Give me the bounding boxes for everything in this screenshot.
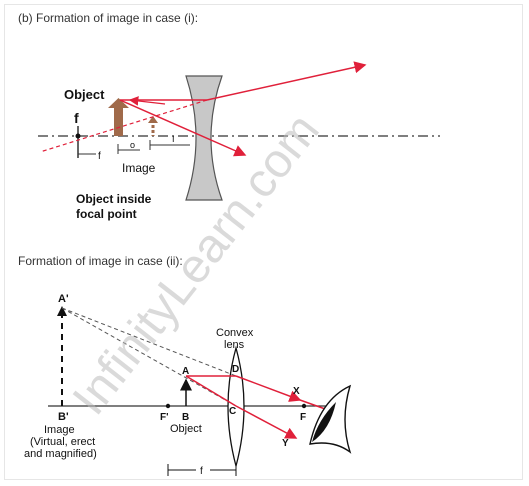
label-image-2-line-1: Image — [44, 424, 75, 436]
label-image-2-line-3: and magnified) — [24, 448, 97, 460]
label-f-bottom: f — [98, 151, 101, 162]
label-y: Y — [282, 438, 289, 449]
label-x: X — [293, 386, 300, 397]
label-a-prime: A' — [58, 293, 69, 305]
caption-case-2: Formation of image in case (ii): — [18, 254, 183, 268]
label-c: C — [229, 406, 236, 417]
label-f-dim: f — [200, 466, 203, 477]
ray-central-1 — [119, 99, 247, 157]
ray-through-focus — [235, 375, 302, 402]
label-lens: lens — [224, 339, 245, 351]
label-b: B — [182, 412, 189, 423]
label-f-point: F — [300, 412, 306, 423]
label-object-2: Object — [170, 423, 202, 435]
diagram-concave-lens: Object f f o I Image Object inside focal… — [38, 61, 440, 221]
label-convex: Convex — [216, 327, 254, 339]
diagram-convex-lens: A' B' Image (Virtual, erect and magnifie… — [24, 293, 352, 477]
label-image-2-line-2: (Virtual, erect — [30, 436, 95, 448]
label-b-prime: B' — [58, 411, 69, 423]
ray-diverged-1 — [206, 61, 367, 101]
label-object-1: Object — [64, 87, 105, 102]
caption-case-1: (b) Formation of image in case (i): — [18, 11, 199, 25]
ray-extension-1 — [39, 99, 208, 153]
label-note-line-1: Object inside — [76, 192, 152, 206]
label-o: o — [130, 140, 135, 150]
content-frame — [4, 4, 523, 480]
label-f-prime: F' — [160, 412, 169, 423]
object-arrow-1 — [114, 104, 123, 136]
ray-central-2 — [185, 375, 237, 407]
label-note-line-2: focal point — [76, 207, 137, 221]
label-f-left: f — [74, 110, 79, 126]
label-i: I — [172, 134, 175, 144]
concave-lens — [185, 75, 223, 201]
label-image-1: Image — [122, 161, 156, 175]
label-d: D — [232, 364, 239, 375]
label-a: A — [182, 366, 189, 377]
